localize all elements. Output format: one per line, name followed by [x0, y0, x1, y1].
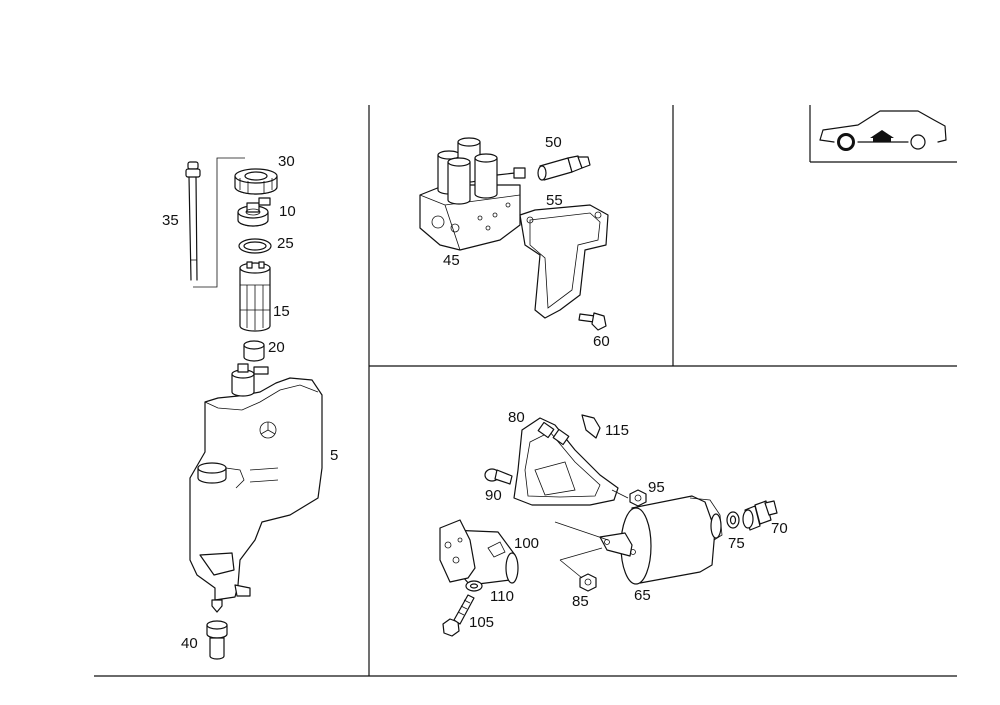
label-75: 75: [728, 535, 745, 552]
part-90-bolt: [484, 468, 513, 485]
label-55: 55: [546, 192, 563, 209]
label-95: 95: [648, 479, 665, 496]
part-95-nut: [629, 489, 647, 507]
label-100: 100: [514, 535, 539, 552]
label-50: 50: [545, 134, 562, 151]
part-50-sensor: [537, 155, 591, 181]
part-115-sensor: [581, 414, 601, 439]
label-10: 10: [279, 203, 296, 220]
part-labels: 5 10 15 20 25 30 35 40 45 50 55 60 65 70…: [162, 134, 788, 652]
part-35-dipstick: [185, 157, 245, 288]
label-45: 45: [443, 252, 460, 269]
label-30: 30: [278, 153, 295, 170]
label-115: 115: [605, 422, 629, 439]
part-15-filter: [239, 261, 271, 332]
label-60: 60: [593, 333, 610, 350]
part-110-washer: [465, 580, 483, 592]
label-90: 90: [485, 487, 502, 504]
part-80-pump-bracket: [513, 417, 619, 506]
label-105: 105: [469, 614, 494, 631]
label-85: 85: [572, 593, 589, 610]
part-20-bushing: [243, 340, 265, 362]
leader-lines: [554, 489, 629, 579]
label-15: 15: [273, 303, 290, 320]
label-20: 20: [268, 339, 285, 356]
part-100-motor: [439, 519, 519, 586]
label-70: 70: [771, 520, 788, 537]
label-110: 110: [490, 588, 514, 605]
part-25-seal-ring: [238, 238, 272, 254]
part-45-valve-block: [419, 137, 526, 251]
diagram-frames: [94, 105, 957, 677]
label-40: 40: [181, 635, 198, 652]
car-front-axle-icon: [819, 110, 947, 151]
part-65-pump-motor: [599, 495, 723, 585]
part-55-bracket: [519, 204, 609, 319]
part-85-nut: [579, 573, 597, 592]
label-80: 80: [508, 409, 525, 426]
label-25: 25: [277, 235, 294, 252]
part-75-washer: [726, 511, 740, 529]
part-10-valve: [237, 197, 271, 227]
label-5: 5: [330, 447, 338, 464]
part-60-bolt: [578, 312, 607, 331]
part-30-cap: [234, 168, 278, 195]
label-65: 65: [634, 587, 651, 604]
label-35: 35: [162, 212, 179, 229]
part-105-bolt: [442, 594, 475, 637]
part-40-drain-fitting: [206, 620, 228, 660]
part-5-reservoir: [189, 363, 323, 613]
part-70-fitting: [742, 500, 778, 531]
